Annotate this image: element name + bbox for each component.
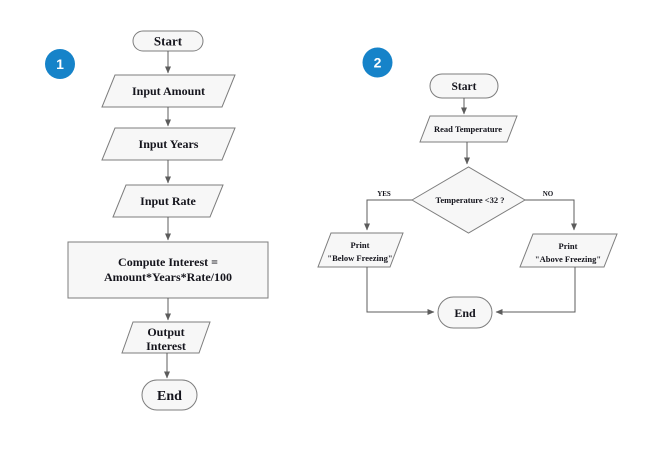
flow2-start-label: Start <box>452 81 477 93</box>
flow1-badge-number: 1 <box>56 56 64 72</box>
flow2-connector-above-end <box>495 267 576 315</box>
flow2-read-temperature-label: Read Temperature <box>434 124 502 134</box>
flow2-print-below-label-line1: Print <box>351 240 370 250</box>
flow1-input-amount-label: Input Amount <box>132 84 205 98</box>
flow1-badge: 1 <box>45 49 75 79</box>
flow2-print-above-node: Print "Above Freezing" <box>519 233 618 268</box>
flow2-connector-below-end <box>366 267 435 315</box>
flow2-print-below-label-line2: "Below Freezing" <box>327 253 392 263</box>
flow2-connector-yes-branch <box>364 199 412 231</box>
flow2-end-shape <box>437 296 493 329</box>
flow1-badge-circle <box>45 49 75 79</box>
flow1-input-years-node: Input Years <box>101 127 236 161</box>
flow1-compute-node: Compute Interest = Amount*Years*Rate/100 <box>67 241 269 299</box>
flow1-compute-shape <box>67 241 269 299</box>
flow2-badge-number: 2 <box>374 55 382 71</box>
flow2-print-above-shape <box>519 233 618 268</box>
flow1-output-label-line1: Output <box>147 325 184 339</box>
flow2-print-above-label-line1: Print <box>559 241 578 251</box>
flow2-badge: 2 <box>362 47 393 78</box>
flow1-compute-label-line1: Compute Interest = <box>118 255 218 269</box>
flow1-output-node: Output Interest <box>121 321 211 354</box>
flow2-print-below-shape <box>317 232 404 268</box>
flow1-input-amount-shape <box>101 74 236 108</box>
flow2-no-branch-label: NO <box>543 190 554 198</box>
flow2-start-node: Start <box>429 73 499 99</box>
flow1-output-shape <box>121 321 211 354</box>
flow1-input-amount-node: Input Amount <box>101 74 236 108</box>
flow2-decision-node: Temperature <32 ? <box>411 166 526 234</box>
flow2-print-above-label-line2: "Above Freezing" <box>535 254 601 264</box>
flow2-connector-no-branch <box>525 199 577 231</box>
flow1-input-rate-node: Input Rate <box>112 184 224 218</box>
flow2-end-label: End <box>454 306 476 320</box>
flow2-decision-label: Temperature <32 ? <box>435 195 504 205</box>
flow2-print-below-node: Print "Below Freezing" <box>317 232 404 268</box>
flow2-read-temperature-node: Read Temperature <box>419 115 518 143</box>
flow1-input-rate-shape <box>112 184 224 218</box>
flow1-compute-label-line2: Amount*Years*Rate/100 <box>104 270 232 284</box>
flow2-yes-branch-label: YES <box>377 190 391 198</box>
flow1-end-node: End <box>141 379 198 411</box>
flow1-end-label: End <box>157 389 182 404</box>
flow1-output-label-line2: Interest <box>146 339 186 353</box>
flow1-input-years-label: Input Years <box>139 137 199 151</box>
flow2-read-temperature-shape <box>419 115 518 143</box>
flow1-input-years-shape <box>101 127 236 161</box>
flow1-start-node: Start <box>132 30 204 52</box>
flow2-badge-circle <box>362 47 393 78</box>
flow1-input-rate-label: Input Rate <box>140 194 196 208</box>
flow2-end-node: End <box>437 296 493 329</box>
flow1-end-shape <box>141 379 198 411</box>
flow1-start-label: Start <box>154 34 183 49</box>
